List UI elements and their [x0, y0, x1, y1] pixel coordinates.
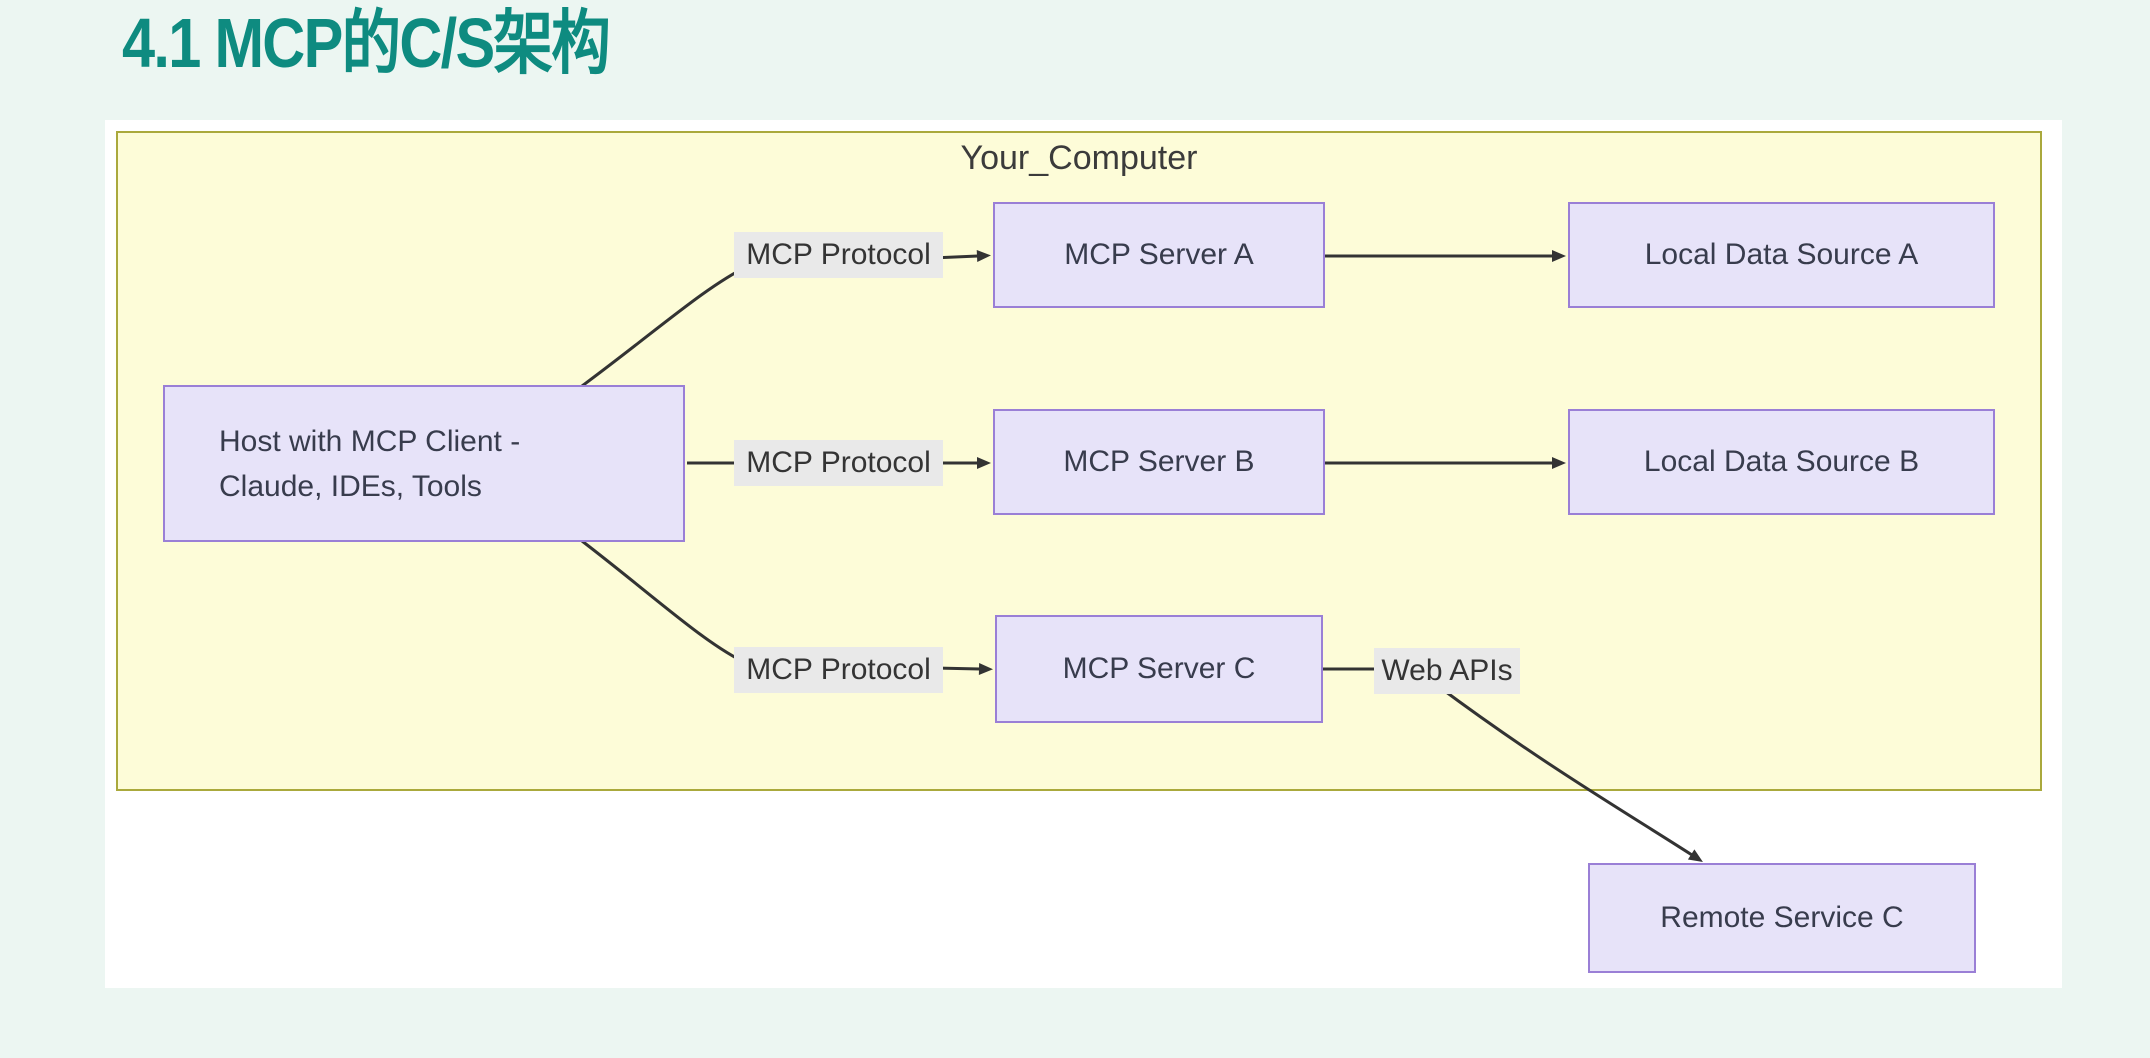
node-host-line2: Claude, IDEs, Tools [219, 469, 482, 503]
node-host-with-mcp-client: Host with MCP Client - Claude, IDEs, Too… [163, 385, 685, 542]
edge-label-mcp-protocol-c: MCP Protocol [734, 647, 943, 693]
edge-label-mcp-protocol-a: MCP Protocol [734, 232, 943, 278]
edge-label-mcp-protocol-b: MCP Protocol [734, 440, 943, 486]
edge-label-web-apis: Web APIs [1374, 648, 1520, 694]
node-local-data-source-a: Local Data Source A [1568, 202, 1995, 308]
node-mcp-server-c: MCP Server C [995, 615, 1323, 723]
node-mcp-server-b: MCP Server B [993, 409, 1325, 515]
page-title: 4.1 MCP的C/S架构 [122, 4, 611, 82]
node-local-data-source-b: Local Data Source B [1568, 409, 1995, 515]
node-mcp-server-a: MCP Server A [993, 202, 1325, 308]
your-computer-group-label: Your_Computer [960, 139, 1198, 177]
edge-web-apis-to-remote-c [1437, 684, 1703, 863]
node-remote-service-c: Remote Service C [1588, 863, 1976, 973]
node-host-line1: Host with MCP Client - [219, 424, 521, 458]
